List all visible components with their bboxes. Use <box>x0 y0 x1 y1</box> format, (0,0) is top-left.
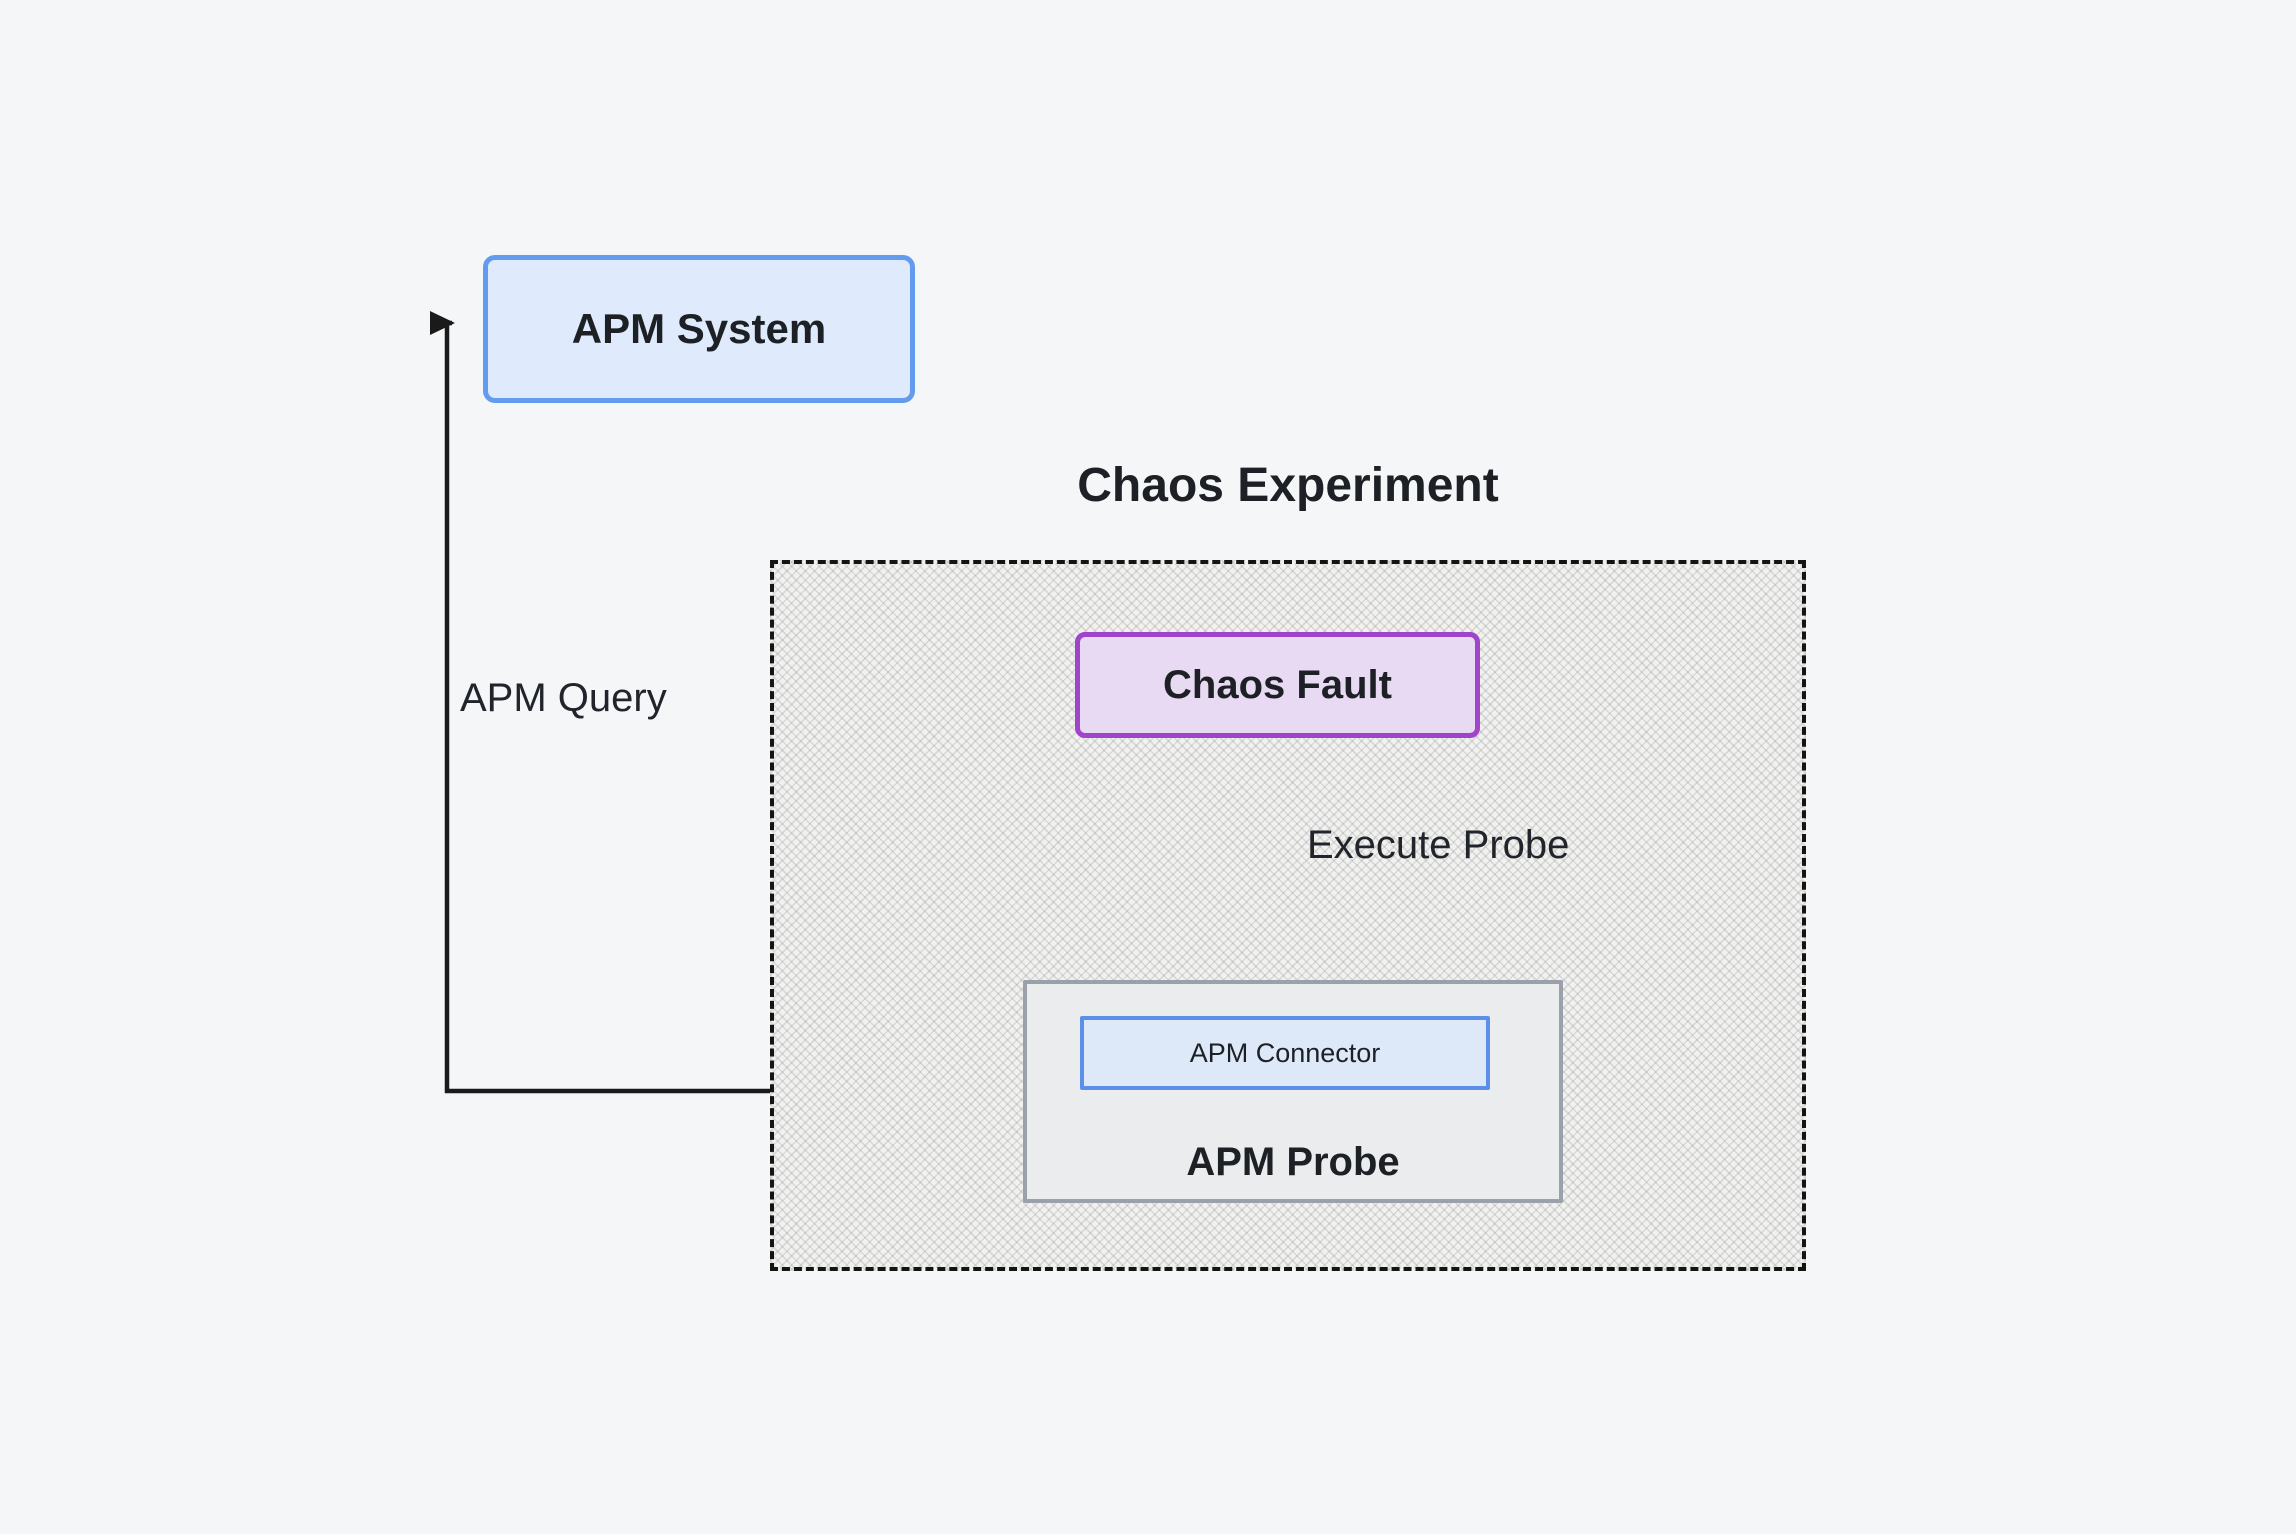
node-apm-probe-label: APM Probe <box>1186 1140 1400 1184</box>
execute-probe-edge-label: Execute Probe <box>1307 823 1570 867</box>
node-apm-system-label: APM System <box>571 305 827 352</box>
node-apm-system: APM System <box>483 255 915 403</box>
node-chaos-fault: Chaos Fault <box>1075 632 1480 738</box>
apm-query-edge-label: APM Query <box>460 676 667 720</box>
node-apm-connector: APM Connector <box>1080 1016 1490 1090</box>
node-apm-connector-label: APM Connector <box>1189 1037 1381 1068</box>
chaos-experiment-title: Chaos Experiment <box>1077 459 1499 512</box>
node-chaos-fault-label: Chaos Fault <box>1163 662 1392 707</box>
